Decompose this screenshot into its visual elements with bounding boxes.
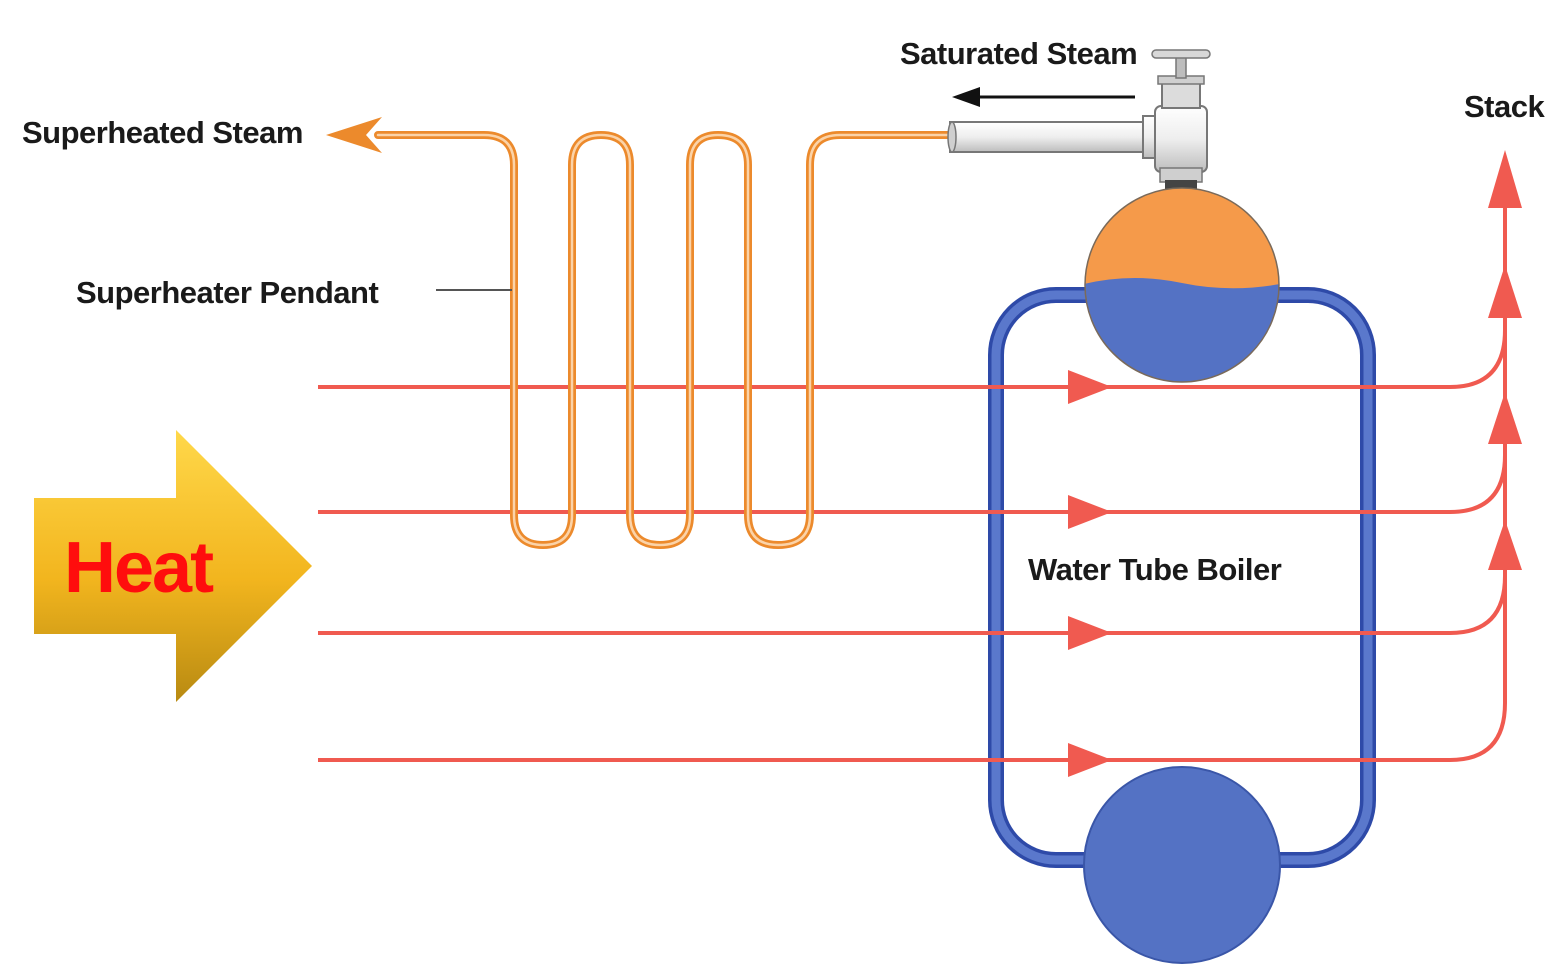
stack-label: Stack [1464, 89, 1545, 124]
lower-mud-drum [1083, 766, 1281, 964]
water-tube-boiler-label: Water Tube Boiler [1028, 552, 1282, 587]
flue-gas-path-1 [318, 180, 1507, 389]
flue-gas-arrowheads [1068, 150, 1522, 777]
superheated-steam-arrow [326, 117, 382, 153]
stack-arrow-2 [1488, 265, 1522, 318]
superheater-pendant-tube [374, 131, 954, 549]
saturated-steam-flow-arrow [952, 87, 980, 107]
heat-arrow [34, 430, 312, 702]
flue-gas-paths [318, 180, 1507, 762]
saturated-steam-pipe [949, 121, 1149, 153]
flow-arrow-right-3 [1068, 616, 1112, 650]
flue-gas-path-3 [318, 430, 1507, 635]
superheater-pendant-label: Superheater Pendant [76, 275, 378, 310]
saturated-steam-label: Saturated Steam [900, 36, 1137, 71]
stack-arrow-1 [1488, 150, 1522, 208]
flue-gas-path-4 [318, 560, 1507, 762]
flow-arrow-right-1 [1068, 370, 1112, 404]
stack-arrow-3 [1488, 392, 1522, 444]
superheated-steam-label: Superheated Steam [22, 115, 303, 150]
upper-steam-drum [1084, 187, 1280, 383]
flue-gas-path-2 [318, 300, 1507, 514]
stack-arrow-4 [1488, 520, 1522, 570]
steam-outlet-valve [947, 49, 1211, 192]
heat-label: Heat [64, 528, 214, 608]
valve-handwheel [1151, 49, 1211, 59]
valve-body [1154, 105, 1208, 173]
flow-arrow-right-4 [1068, 743, 1112, 777]
flow-arrow-right-2 [1068, 495, 1112, 529]
